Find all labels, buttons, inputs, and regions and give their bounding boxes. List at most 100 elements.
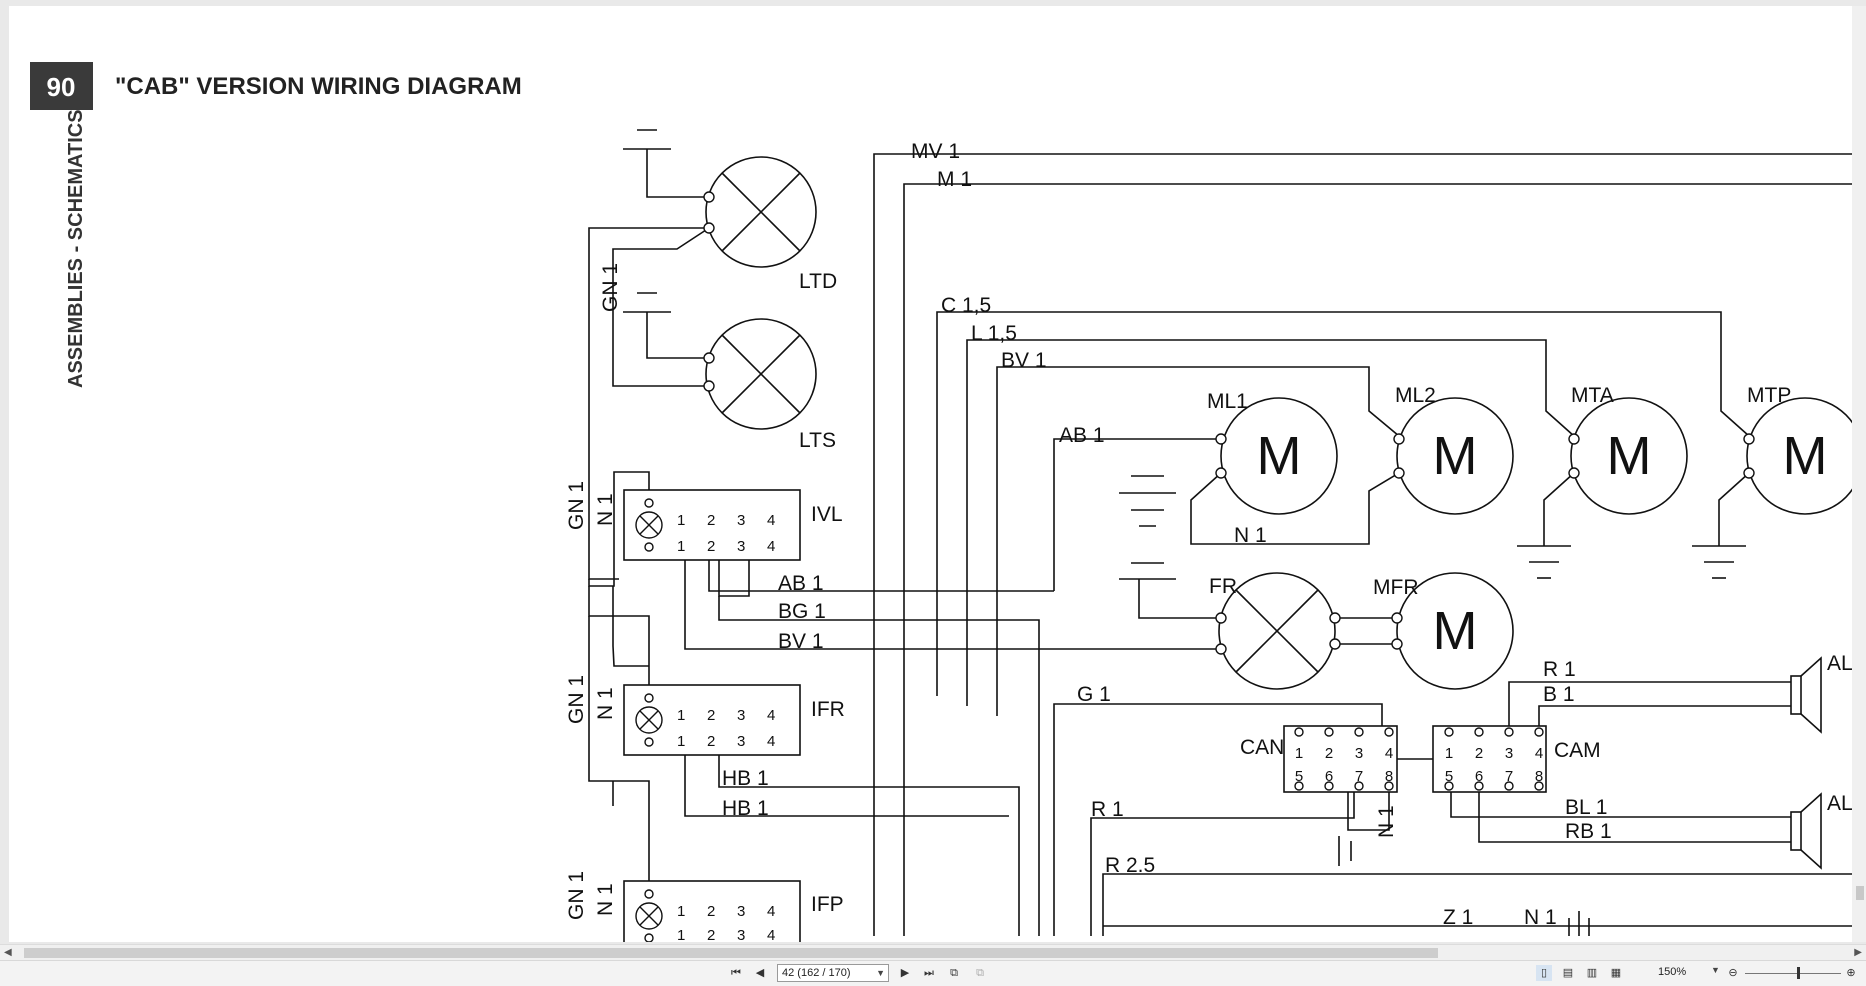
label-mta: MTA (1571, 384, 1614, 407)
zoom-in-icon[interactable]: ⊕ (1846, 967, 1856, 979)
label-ml1: ML1 (1207, 390, 1248, 413)
wire-n1-ifp: N 1 (594, 883, 617, 916)
wire-mv1: MV 1 (911, 140, 960, 163)
zoom-level: 150% (1658, 966, 1687, 978)
ivl-pin-2: 2 (707, 512, 715, 529)
label-ifr: IFR (811, 698, 845, 721)
ifr-pin-1: 1 (677, 707, 685, 724)
wire-rb1: RB 1 (1565, 820, 1612, 843)
cam-pin-2: 2 (1475, 745, 1483, 762)
scroll-right-icon[interactable]: ▶ (1854, 947, 1862, 958)
first-page-icon[interactable]: ⏮ (731, 967, 741, 979)
copy-icon[interactable]: ⧉ (950, 967, 958, 979)
continuous-view-icon[interactable]: ▤ (1562, 967, 1574, 979)
ifr-pin-3b: 3 (737, 733, 745, 750)
label-ltd: LTD (799, 270, 837, 293)
zoom-dropdown-icon[interactable]: ▼ (1711, 965, 1720, 975)
next-page-icon[interactable]: ▶ (900, 967, 910, 979)
ifp-pin-2: 2 (707, 903, 715, 920)
ifp-pin-3b: 3 (737, 927, 745, 942)
prev-page-icon[interactable]: ◀ (755, 967, 765, 979)
label-ml2: ML2 (1395, 384, 1436, 407)
wire-m1: M 1 (937, 168, 972, 191)
label-mtp: MTP (1747, 384, 1791, 407)
wire-gn1-ifp: GN 1 (565, 871, 588, 920)
zoom-out-icon[interactable]: ⊖ (1728, 967, 1738, 979)
wire-g1: G 1 (1077, 683, 1111, 706)
wire-n1-bottom: N 1 (1524, 906, 1557, 929)
page-number-badge (30, 62, 93, 110)
ifr-pin-1b: 1 (677, 733, 685, 750)
page-title: "CAB" VERSION WIRING DIAGRAM (115, 73, 522, 100)
ifp-pin-3: 3 (737, 903, 745, 920)
section-heading: ASSEMBLIES - SCHEMATICS (65, 109, 87, 388)
wire-hb1-b: HB 1 (722, 797, 769, 820)
document-viewer: 90 "CAB" VERSION WIRING DIAGRAM ASSEMBLI… (0, 0, 1866, 946)
cam-pin-5: 5 (1445, 768, 1453, 785)
label-can: CAN (1240, 736, 1284, 759)
ifp-pin-2b: 2 (707, 927, 715, 942)
ivl-pin-2b: 2 (707, 538, 715, 555)
wire-bl1: BL 1 (1565, 796, 1607, 819)
motor-ml2-symbol: M (1433, 426, 1478, 486)
wire-n1-motor: N 1 (1234, 524, 1267, 547)
can-pin-2: 2 (1325, 745, 1333, 762)
wire-n1-can: N 1 (1375, 805, 1398, 838)
continuous-facing-view-icon[interactable]: ▦ (1610, 967, 1622, 979)
ivl-pin-3b: 3 (737, 538, 745, 555)
wire-bg1: BG 1 (778, 600, 826, 623)
label-ifp: IFP (811, 893, 844, 916)
wire-ab1: AB 1 (778, 572, 824, 595)
vertical-scroll-thumb[interactable] (1856, 886, 1864, 900)
can-pin-4: 4 (1385, 745, 1393, 762)
cam-pin-6: 6 (1475, 768, 1483, 785)
horizontal-scrollbar[interactable]: ◀ ▶ (0, 944, 1866, 961)
label-ali: ALI (1827, 652, 1859, 675)
switch-pin-labels: 1 2 3 4 1 2 3 4 1 2 3 4 1 2 3 4 1 2 3 4 (677, 512, 775, 942)
ifr-pin-4: 4 (767, 707, 775, 724)
wire-bv1-top: BV 1 (1001, 349, 1047, 372)
label-fr: FR (1209, 575, 1237, 598)
ifp-pin-4b: 4 (767, 927, 775, 942)
page-number-field[interactable]: 42 (162 / 170) ▼ (777, 964, 889, 982)
vertical-scrollbar[interactable] (1852, 6, 1866, 942)
label-cam: CAM (1554, 739, 1601, 762)
motor-mfr-symbol: M (1433, 601, 1478, 661)
ifp-pin-1: 1 (677, 903, 685, 920)
scroll-left-icon[interactable]: ◀ (4, 947, 12, 958)
single-page-view-icon[interactable]: ▯ (1536, 965, 1552, 981)
ivl-pin-4: 4 (767, 512, 775, 529)
ifr-pin-2b: 2 (707, 733, 715, 750)
motor-mta-symbol: M (1607, 426, 1652, 486)
connector-pin-labels: 1 2 3 4 5 6 7 8 1 2 3 4 5 6 7 8 (1295, 745, 1543, 785)
facing-view-icon[interactable]: ▥ (1586, 967, 1598, 979)
label-lts: LTS (799, 429, 836, 452)
ifr-pin-3: 3 (737, 707, 745, 724)
cam-pin-4: 4 (1535, 745, 1543, 762)
paste-icon[interactable]: ⧉ (976, 967, 984, 979)
label-mfr: MFR (1373, 576, 1419, 599)
wire-n1-ifr: N 1 (594, 687, 617, 720)
horizontal-scroll-thumb[interactable] (24, 948, 1438, 958)
label-ivl: IVL (811, 503, 843, 526)
wire-hb1-a: HB 1 (722, 767, 769, 790)
wire-gn1-top: GN 1 (599, 263, 622, 312)
zoom-slider-thumb[interactable] (1797, 967, 1800, 979)
ifr-pin-4b: 4 (767, 733, 775, 750)
can-pin-7: 7 (1355, 768, 1363, 785)
wiring-diagram: 90 "CAB" VERSION WIRING DIAGRAM ASSEMBLI… (30, 62, 1866, 942)
wire-n1-ivl: N 1 (594, 493, 617, 526)
cam-pin-7: 7 (1505, 768, 1513, 785)
cam-pin-1: 1 (1445, 745, 1453, 762)
last-page-icon[interactable]: ⏭ (924, 967, 934, 979)
document-page: 90 "CAB" VERSION WIRING DIAGRAM ASSEMBLI… (9, 6, 1866, 942)
wire-c15: C 1,5 (941, 294, 991, 317)
can-pin-6: 6 (1325, 768, 1333, 785)
wire-bv1: BV 1 (778, 630, 824, 653)
motor-ml1-symbol: M (1257, 426, 1302, 486)
ifr-pin-2: 2 (707, 707, 715, 724)
zoom-slider[interactable] (1745, 973, 1841, 974)
can-pin-5: 5 (1295, 768, 1303, 785)
ifp-pin-4: 4 (767, 903, 775, 920)
chevron-down-icon[interactable]: ▼ (876, 968, 885, 978)
